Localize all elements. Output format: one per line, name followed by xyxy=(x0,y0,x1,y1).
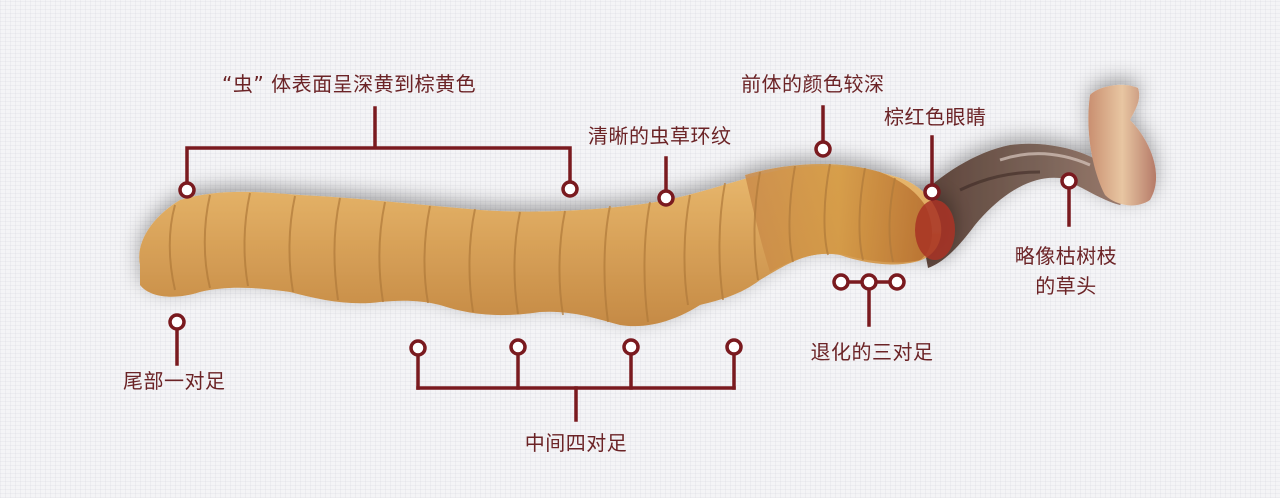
label-stroma: 略像枯树枝 的草头 xyxy=(1015,243,1118,299)
label-red-eye: 棕红色眼睛 xyxy=(884,105,987,129)
annotation-markers xyxy=(168,140,1078,357)
marker-mid-2 xyxy=(509,338,527,356)
label-stroma-line2: 的草头 xyxy=(1035,274,1097,298)
label-stroma-line1: 略像枯树枝 xyxy=(1014,244,1118,268)
caterpillar-body-shape xyxy=(139,163,955,327)
label-front-darker: 前体的颜色较深 xyxy=(741,72,885,96)
marker-rings xyxy=(657,189,675,207)
label-middle-feet: 中间四对足 xyxy=(524,431,628,455)
marker-degen-3 xyxy=(888,273,906,291)
marker-tail xyxy=(168,313,186,331)
marker-degen-2 xyxy=(860,273,878,291)
marker-stroma xyxy=(1060,172,1078,190)
label-tail-feet: 尾部一对足 xyxy=(123,369,226,393)
marker-front xyxy=(814,140,832,158)
marker-body-right xyxy=(561,180,579,198)
annotation-connectors xyxy=(175,105,1071,422)
label-degenerate-feet: 退化的三对足 xyxy=(810,340,934,364)
label-clear-rings: 清晰的虫草环纹 xyxy=(588,124,732,148)
marker-eye xyxy=(923,183,941,201)
marker-mid-1 xyxy=(409,339,427,357)
marker-body-left xyxy=(178,181,196,199)
marker-mid-3 xyxy=(622,338,640,356)
marker-mid-4 xyxy=(725,338,743,356)
marker-degen-1 xyxy=(832,273,850,291)
label-body-color: “虫” 体表面呈深黄到棕黄色 xyxy=(222,72,477,96)
